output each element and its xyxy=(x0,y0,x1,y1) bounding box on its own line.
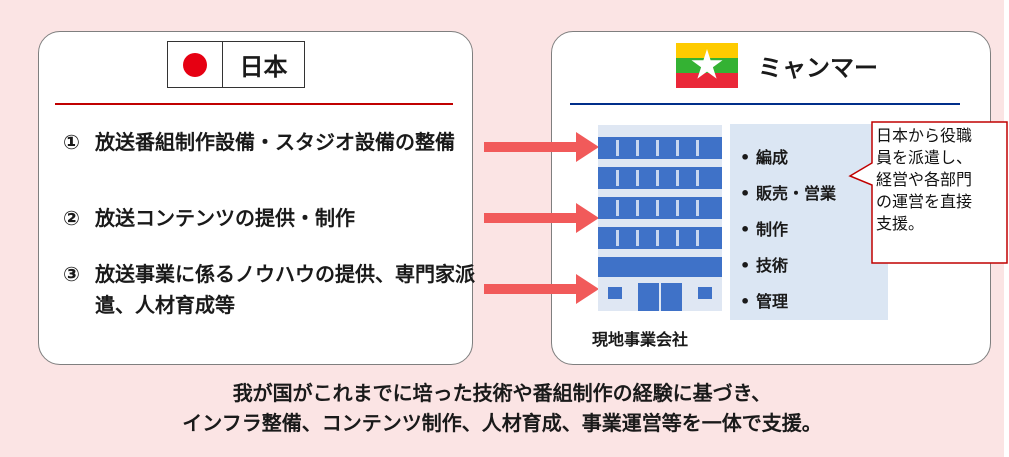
function-item: •販売・営業 xyxy=(740,184,837,203)
callout-bubble xyxy=(848,121,1008,264)
summary-line-1: 我が国がこれまでに培った技術や番組制作の経験に基づき、 xyxy=(232,381,772,405)
japan-divider xyxy=(55,103,453,105)
item-number: ③ xyxy=(63,262,80,286)
item-text: 放送事業に係るノウハウの提供、専門家派遣、人材育成等 xyxy=(95,262,475,317)
callout-text: 日本から役職 員を派遣し、 経営や各部門 の運営を直接 支援。 xyxy=(876,125,1004,235)
right-arrow-icon xyxy=(484,132,599,162)
item-text: 放送コンテンツの提供・制作 xyxy=(95,206,355,230)
item-text: 放送番組制作設備・スタジオ設備の整備 xyxy=(95,130,455,154)
japan-item-2: ② 放送コンテンツの提供・制作 xyxy=(63,203,475,234)
function-item: •制作 xyxy=(740,220,789,239)
function-item: •編成 xyxy=(740,148,789,167)
item-number: ① xyxy=(63,130,80,154)
callout-line: 員を派遣し、 xyxy=(876,148,973,167)
japan-item-1: ① 放送番組制作設備・スタジオ設備の整備 xyxy=(63,127,475,158)
myanmar-divider xyxy=(570,103,960,105)
function-item: •技術 xyxy=(740,256,789,275)
myanmar-title: ミャンマー xyxy=(758,54,878,82)
function-label: 編成 xyxy=(756,148,789,167)
japan-card xyxy=(38,31,473,365)
function-label: 制作 xyxy=(756,220,789,239)
japan-header: 日本 xyxy=(167,41,305,90)
office-building-icon xyxy=(598,125,722,311)
callout-line: 支援。 xyxy=(876,214,925,233)
company-label: 現地事業会社 xyxy=(592,330,689,349)
myanmar-header: ミャンマー xyxy=(676,41,878,90)
item-number: ② xyxy=(63,206,80,230)
callout-line: 日本から役職 xyxy=(876,126,973,145)
functions-box: •編成 •販売・営業 •制作 •技術 •管理 xyxy=(730,124,888,320)
japan-title: 日本 xyxy=(223,41,305,88)
function-label: 管理 xyxy=(756,292,789,311)
right-arrow-icon xyxy=(484,274,599,304)
summary-line-2: インフラ整備、コンテンツ制作、人材育成、事業運営等を一体で支援。 xyxy=(182,411,822,435)
callout-line: の運営を直接 xyxy=(876,192,973,211)
function-item: •管理 xyxy=(740,292,789,311)
right-arrow-icon xyxy=(484,203,599,233)
japan-flag-icon xyxy=(167,41,223,88)
myanmar-flag-icon xyxy=(676,43,738,88)
function-label: 販売・営業 xyxy=(756,184,837,203)
function-label: 技術 xyxy=(756,256,789,275)
callout-line: 経営や各部門 xyxy=(876,170,973,189)
summary-text: 我が国がこれまでに培った技術や番組制作の経験に基づき、 インフラ整備、コンテンツ… xyxy=(0,378,1004,438)
japan-item-3: ③ 放送事業に係るノウハウの提供、専門家派遣、人材育成等 xyxy=(63,259,475,321)
